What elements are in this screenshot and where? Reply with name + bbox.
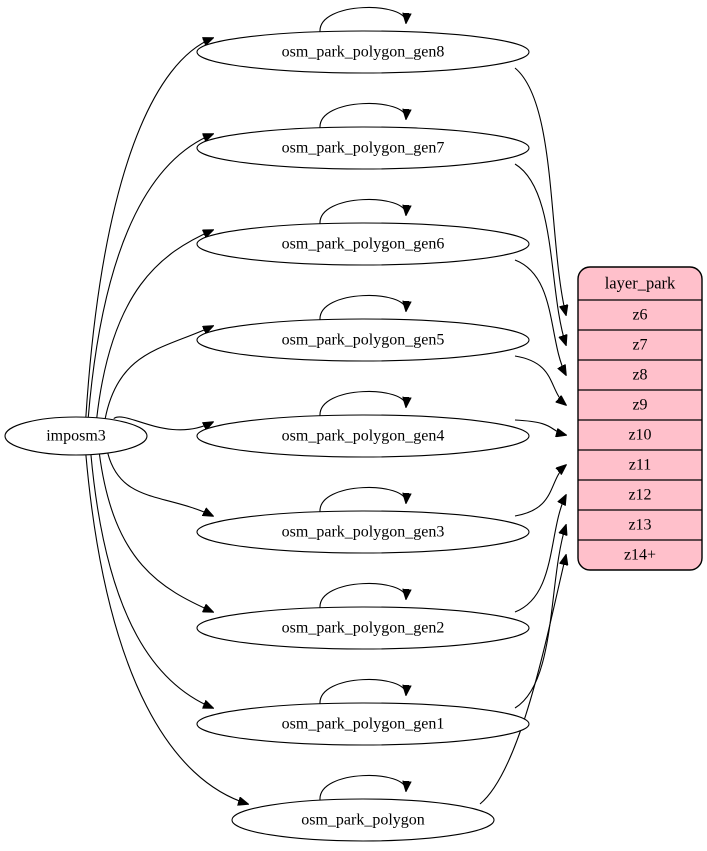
layer-park-title: layer_park <box>605 273 676 292</box>
node-gen6-label: osm_park_polygon_gen6 <box>282 236 445 253</box>
layer-park-table-body <box>577 266 703 571</box>
node-gen5-label: osm_park_polygon_gen5 <box>282 332 445 349</box>
self-loop-gen3 <box>319 487 406 513</box>
edge-gen7-to-z7 <box>514 163 566 345</box>
node-gen4[interactable] <box>196 414 530 458</box>
zoom-row-z14+[interactable]: z14+ <box>624 547 656 564</box>
edge-gen6-to-z8 <box>514 259 566 375</box>
edge-imposm3-to-gen1 <box>90 453 213 708</box>
self-loop-edges <box>319 7 406 801</box>
self-loop-base <box>319 775 406 801</box>
node-imposm3[interactable] <box>4 416 148 456</box>
node-base[interactable] <box>231 798 495 842</box>
edges-imposm3-to-nodes <box>85 38 248 804</box>
self-loop-gen6 <box>319 199 406 225</box>
node-gen1-label: osm_park_polygon_gen1 <box>282 716 445 733</box>
node-gen2-label: osm_park_polygon_gen2 <box>282 620 445 637</box>
self-loop-gen4 <box>319 391 406 417</box>
self-loop-gen1 <box>319 679 406 705</box>
edge-imposm3-to-gen5 <box>104 326 213 419</box>
zoom-row-z12[interactable]: z12 <box>628 487 651 504</box>
zoom-row-z9[interactable]: z9 <box>632 397 647 414</box>
zoom-row-z13[interactable]: z13 <box>628 517 651 534</box>
edge-imposm3-to-base <box>85 453 248 804</box>
edge-base-to-z14+ <box>479 555 566 805</box>
node-gen3-label: osm_park_polygon_gen3 <box>282 524 445 541</box>
edge-gen4-to-z10 <box>514 419 566 435</box>
node-gen1[interactable] <box>196 702 530 746</box>
edge-gen3-to-z11 <box>514 465 566 517</box>
edge-imposm3-to-gen4 <box>113 416 213 430</box>
self-loop-gen5 <box>319 295 406 321</box>
edge-imposm3-to-gen8 <box>85 38 213 419</box>
edge-gen8-to-z6 <box>514 67 566 315</box>
zoom-row-z8[interactable]: z8 <box>632 367 647 384</box>
self-loop-gen7 <box>319 103 406 129</box>
edge-gen5-to-z9 <box>514 355 566 405</box>
layer-park-table: layer_park z6 z7 z8 z9 z10 z11 z12 z13 z14+ <box>577 266 703 571</box>
zoom-row-z10[interactable]: z10 <box>628 427 651 444</box>
node-gen6[interactable] <box>196 222 530 266</box>
node-gen7[interactable] <box>196 126 530 170</box>
node-base-label: osm_park_polygon <box>301 812 425 829</box>
node-gen7-label: osm_park_polygon_gen7 <box>282 140 445 157</box>
node-group: imposm3 osm_park_polygon_gen8 osm_park_pol… <box>4 30 530 842</box>
node-gen3[interactable] <box>196 510 530 554</box>
edges-nodes-to-layer <box>479 67 566 805</box>
node-gen8[interactable] <box>196 30 530 74</box>
edge-imposm3-to-gen3 <box>107 453 213 516</box>
node-gen4-label: osm_park_polygon_gen4 <box>282 428 445 445</box>
zoom-row-z7[interactable]: z7 <box>632 337 647 354</box>
node-gen8-label: osm_park_polygon_gen8 <box>282 44 445 61</box>
zoom-row-z11[interactable]: z11 <box>629 457 652 474</box>
zoom-row-z6[interactable]: z6 <box>632 307 647 324</box>
node-imposm3-label: imposm3 <box>46 428 106 445</box>
edge-gen2-to-z12 <box>514 495 566 613</box>
edge-imposm3-to-gen6 <box>96 230 213 419</box>
self-loop-gen8 <box>319 7 406 33</box>
edge-gen1-to-z13 <box>514 525 566 709</box>
node-gen5[interactable] <box>196 318 530 362</box>
edge-imposm3-to-gen2 <box>98 453 213 612</box>
self-loop-gen2 <box>319 583 406 609</box>
node-gen2[interactable] <box>196 606 530 650</box>
edge-imposm3-to-gen7 <box>87 134 213 419</box>
